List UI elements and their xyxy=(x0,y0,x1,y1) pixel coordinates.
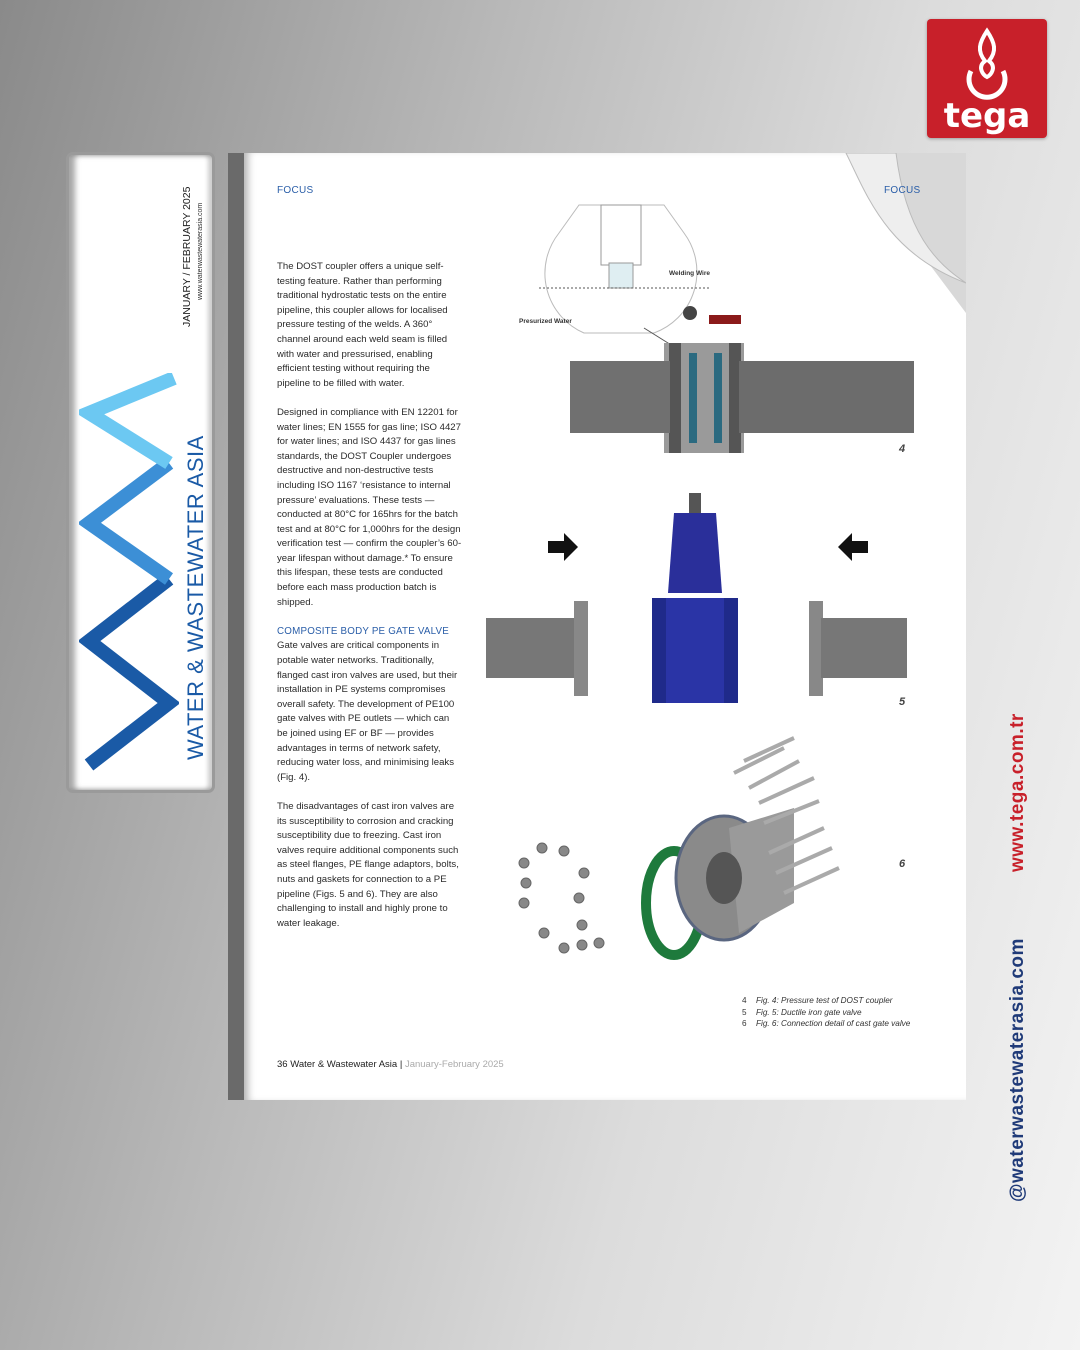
paragraph: The DOST coupler offers a unique self-te… xyxy=(277,261,448,389)
section-label-right: FOCUS xyxy=(884,185,921,196)
spine-issue: JANUARY / FEBRUARY 2025 xyxy=(181,186,193,327)
label-pressurized-water: Presurized Water xyxy=(519,318,572,325)
page-footer: 36 Water & Wastewater Asia | January-Feb… xyxy=(277,1059,504,1070)
tega-logo: tega xyxy=(927,19,1047,138)
magazine-page: FOCUS FOCUS The DOST coupler offers a un… xyxy=(228,153,966,1100)
spine-title: WATER & WASTEWATER ASIA xyxy=(183,435,208,760)
paragraph: The disadvantages of cast iron valves ar… xyxy=(277,800,459,929)
figure-5-gate-valve xyxy=(486,493,907,703)
figure-number: 5 xyxy=(899,696,906,708)
figure-6-connection-detail xyxy=(518,736,840,960)
page-curl xyxy=(845,153,966,313)
subheading: COMPOSITE BODY PE GATE VALVE xyxy=(277,625,450,637)
figure-number: 6 xyxy=(899,858,906,870)
figure-4-coupler: Welding Wire Presurized Water xyxy=(519,204,914,453)
paragraph: Gate valves are critical components in p… xyxy=(277,640,458,783)
magazine-spine: WATER & WASTEWATER ASIA JANUARY / FEBRUA… xyxy=(69,155,212,790)
section-label-left: FOCUS xyxy=(277,185,314,196)
arrow-left-icon xyxy=(838,533,868,561)
flame-icon: tega xyxy=(944,27,1031,136)
wwa-handle[interactable]: @waterwastewaterasia.com xyxy=(1007,938,1028,1202)
figure-number: 4 xyxy=(899,443,906,455)
spine-website: www.waterwastewaterasia.com xyxy=(197,202,204,300)
wwa-logo xyxy=(79,373,179,771)
svg-text:tega: tega xyxy=(944,96,1031,136)
article-text: The DOST coupler offers a unique self-te… xyxy=(277,260,462,946)
label-welding-wire: Welding Wire xyxy=(669,270,710,277)
paragraph: Designed in compliance with EN 12201 for… xyxy=(277,406,462,608)
arrow-right-icon xyxy=(548,533,578,561)
tega-website[interactable]: www.tega.com.tr xyxy=(1007,713,1028,872)
